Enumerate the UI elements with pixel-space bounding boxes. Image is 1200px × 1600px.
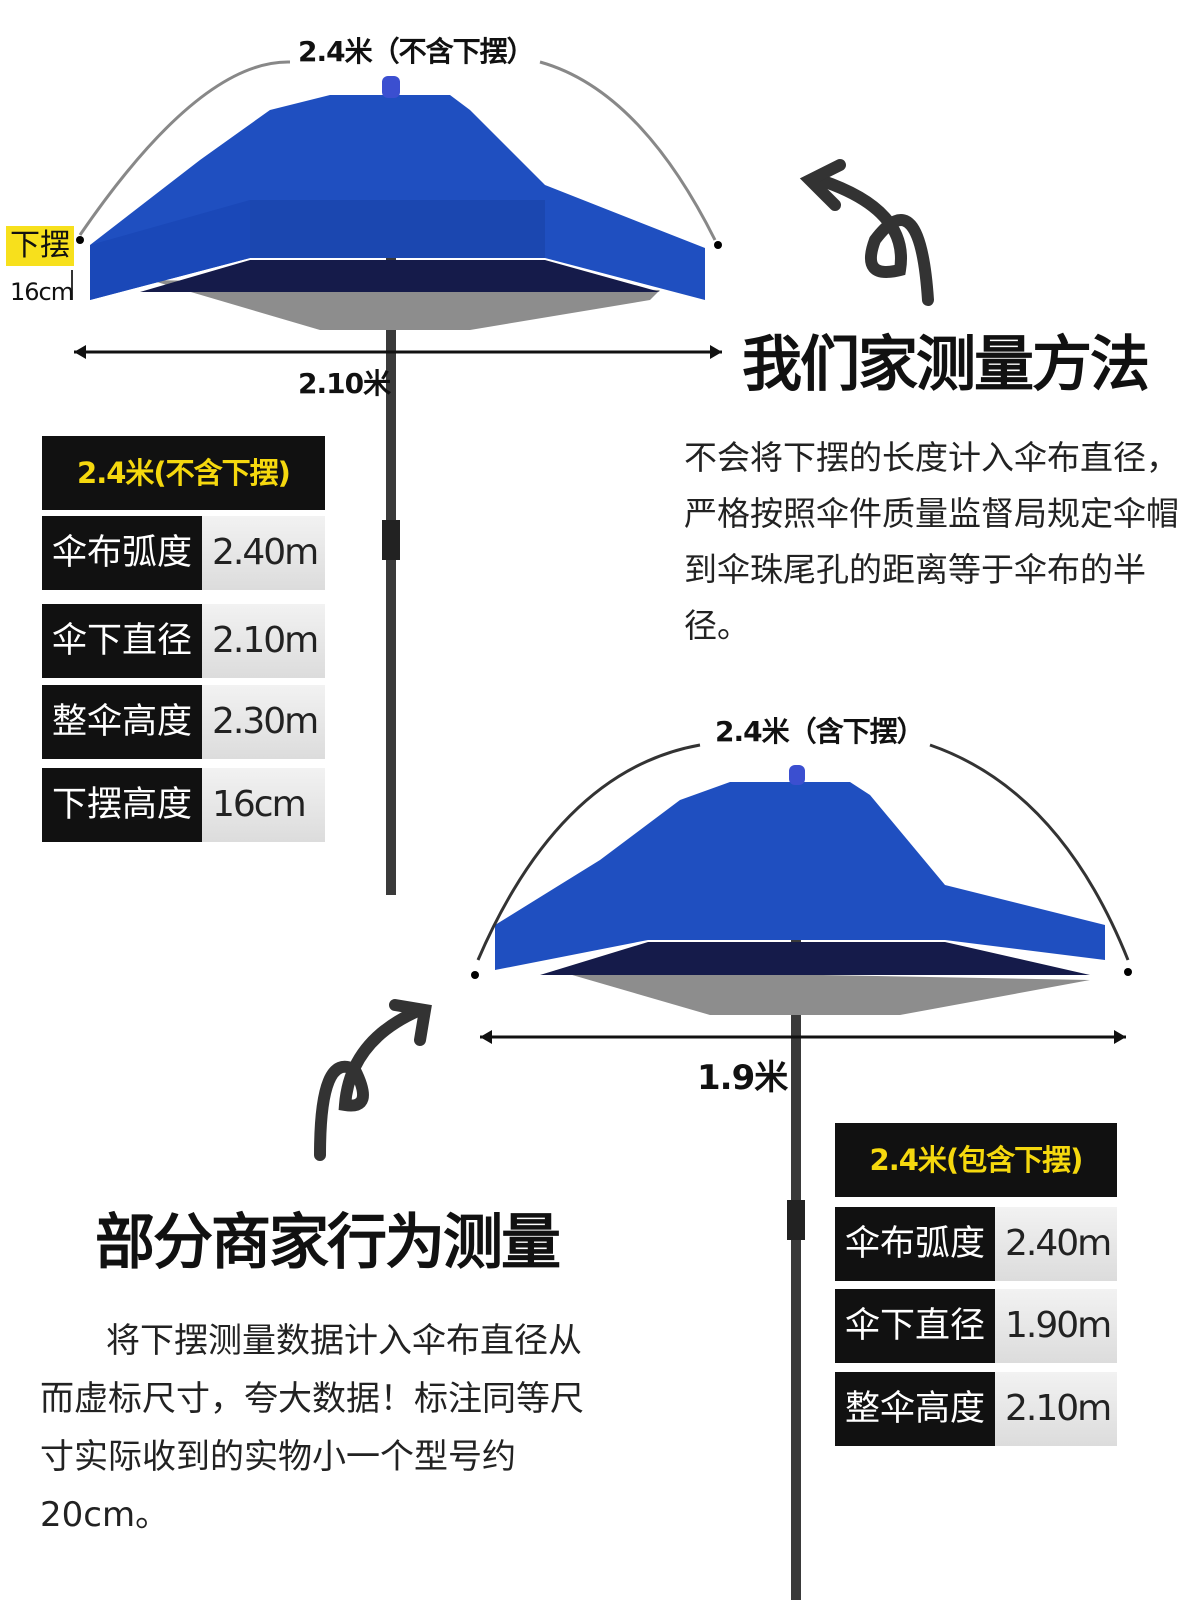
spec-value: 2.40m: [995, 1207, 1117, 1281]
arc-label-bottom: 2.4米（含下摆）: [715, 715, 925, 748]
arc-label-top: 2.4米（不含下摆）: [298, 35, 535, 68]
skirt-height: 16cm: [10, 278, 74, 306]
spec-key: 下摆高度: [42, 768, 202, 842]
spec-key: 整伞高度: [42, 685, 202, 759]
spec-value: 2.10m: [202, 604, 325, 678]
spec-value: 2.10m: [995, 1372, 1117, 1446]
others-method-title: 部分商家行为测量: [95, 1208, 561, 1278]
our-method-title: 我们家测量方法: [742, 330, 1150, 400]
spec-header: 2.4米(不含下摆): [42, 436, 325, 510]
spec-value: 2.30m: [202, 685, 325, 759]
spec-value: 2.40m: [202, 516, 325, 590]
umbrella-bottom: [471, 743, 1132, 1600]
spec-key: 伞下直径: [835, 1289, 995, 1363]
spec-key: 整伞高度: [835, 1372, 995, 1446]
spec-value: 16cm: [202, 768, 325, 842]
spec-header: 2.4米(包含下摆): [835, 1123, 1117, 1197]
spec-key: 伞下直径: [42, 604, 202, 678]
umbrella-top: [71, 60, 722, 895]
spec-value: 1.90m: [995, 1289, 1117, 1363]
our-method-text: 不会将下摆的长度计入伞布直径，严格按照伞件质量监督局规定伞帽到伞珠尾孔的距离等于…: [684, 438, 1179, 645]
others-method-text: 将下摆测量数据计入伞布直径从而虚标尺寸，夸大数据！标注同等尺寸实际收到的实物小一…: [40, 1321, 584, 1535]
skirt-label: 下摆: [6, 226, 74, 266]
diameter-label-bottom: 1.9米: [697, 1058, 788, 1098]
curved-arrow-icon: [314, 159, 934, 1161]
diameter-label-top: 2.10米: [298, 367, 391, 400]
spec-key: 伞布弧度: [835, 1207, 995, 1281]
spec-key: 伞布弧度: [42, 516, 202, 590]
